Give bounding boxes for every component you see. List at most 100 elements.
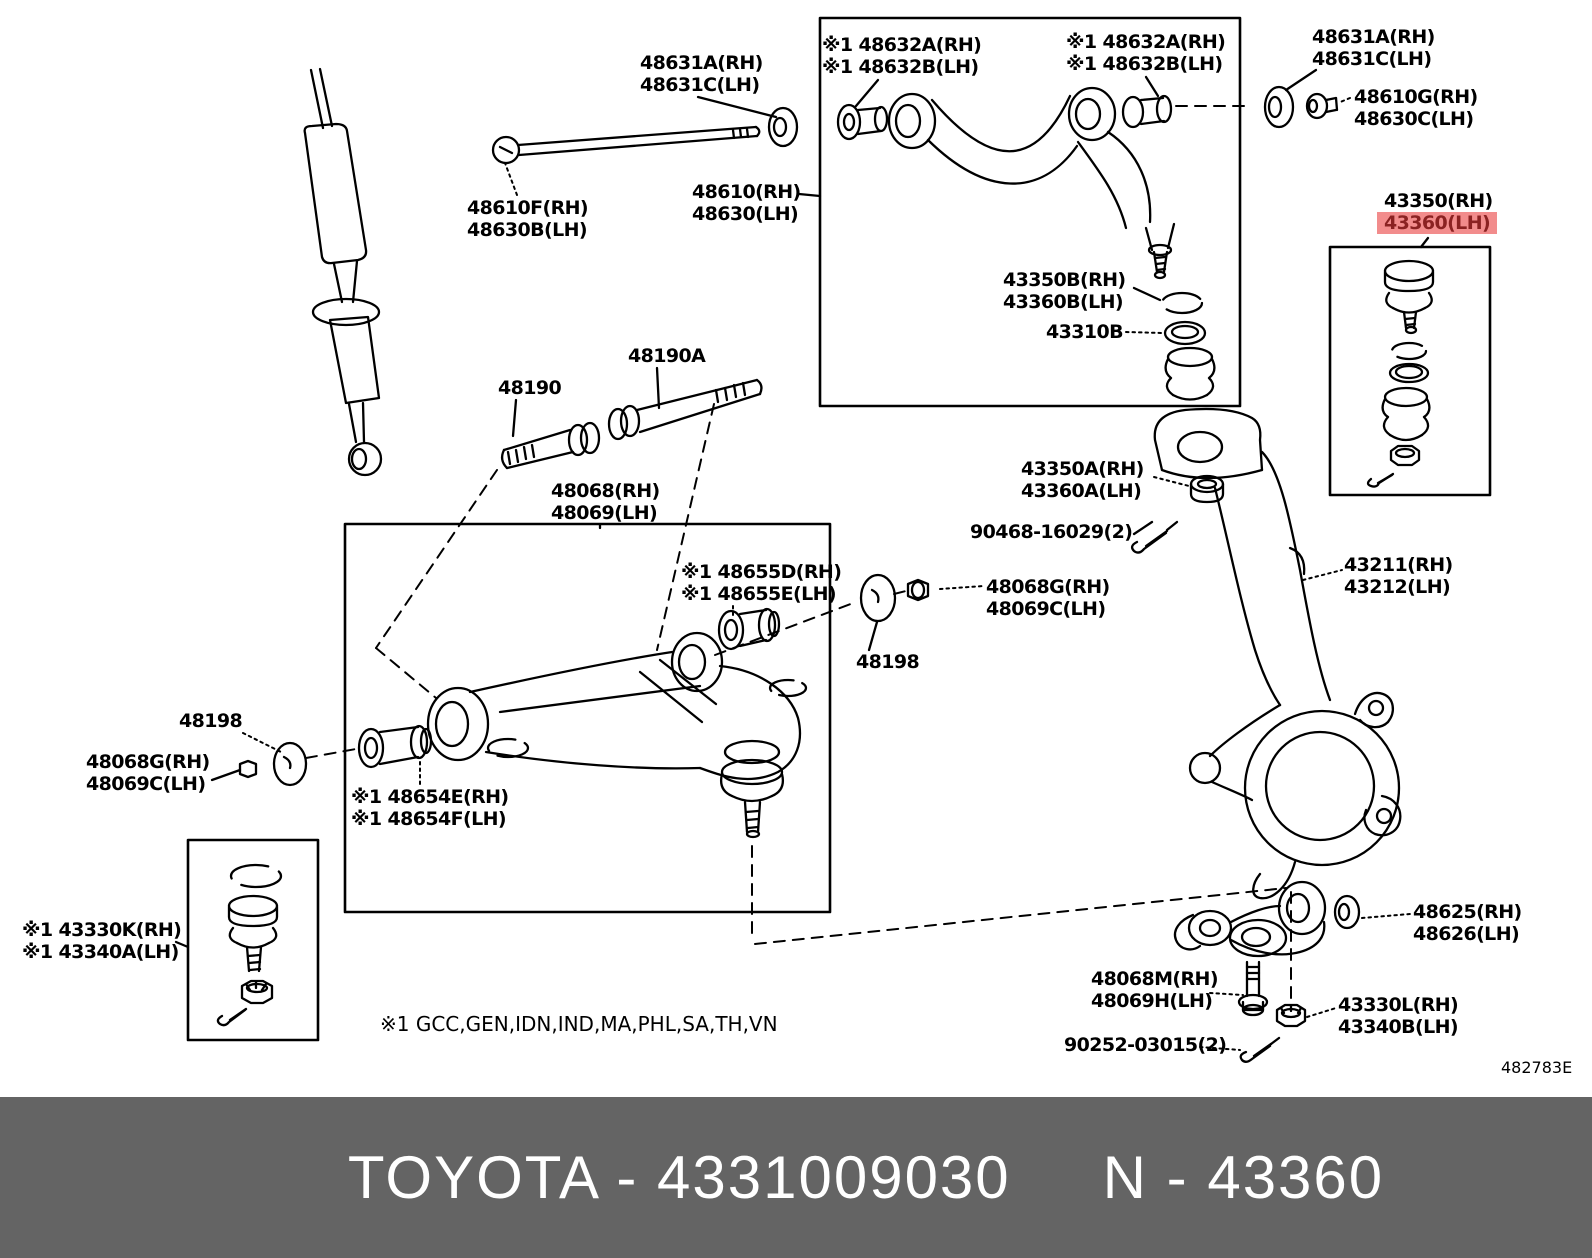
bolt-48190a-icon [607, 378, 763, 441]
part-number: 48631A(RH) [640, 52, 763, 74]
part-label-43330l[interactable]: 43330L(RH)43340B(LH) [1338, 994, 1459, 1038]
part-number: 48190A [628, 345, 706, 367]
upper-control-arm-icon [836, 86, 1173, 230]
part-label-48632-left[interactable]: ※1 48632A(RH)※1 48632B(LH) [822, 34, 982, 78]
part-number: 43211(RH) [1344, 554, 1453, 576]
part-label-48654[interactable]: ※1 48654E(RH)※1 48654F(LH) [351, 786, 509, 830]
knuckle-arm-48625-icon [1173, 880, 1361, 958]
part-number: 43360A(LH) [1021, 480, 1142, 502]
part-label-48631a-top-right[interactable]: 48631A(RH)48631C(LH) [1312, 26, 1435, 70]
part-number: 48625(RH) [1413, 901, 1522, 923]
part-label-48190[interactable]: 48190 [498, 377, 562, 399]
part-number: 48069(LH) [551, 502, 658, 524]
part-number: 48626(LH) [1413, 923, 1520, 945]
washer-48198-left-icon [272, 741, 308, 787]
part-number: 48068G(RH) [86, 751, 210, 773]
part-number: 48630C(LH) [1354, 108, 1474, 130]
part-number: ※1 48632A(RH) [1066, 31, 1226, 53]
part-number: 43360B(LH) [1003, 291, 1124, 313]
part-number: ※1 48655D(RH) [681, 561, 842, 583]
part-label-48068[interactable]: 48068(RH)48069(LH) [551, 480, 660, 524]
part-label-43211[interactable]: 43211(RH)43212(LH) [1344, 554, 1453, 598]
part-label-43310b[interactable]: 43310B [1046, 321, 1124, 343]
bolt-48610f-icon [491, 125, 761, 165]
shock-absorber-icon [303, 67, 383, 477]
part-label-43350a[interactable]: 43350A(RH)43360A(LH) [1021, 458, 1144, 502]
nut-48068g-right-icon [906, 578, 930, 602]
ball-joint-kit-box-43360 [1328, 245, 1492, 497]
part-number: 48069C(LH) [986, 598, 1106, 620]
bushing-48654-icon [357, 724, 433, 769]
part-label-48068g-right[interactable]: 48068G(RH)48069C(LH) [986, 576, 1110, 620]
part-number: ※1 48654E(RH) [351, 786, 509, 808]
footnote-regions: ※1 GCC,GEN,IDN,IND,MA,PHL,SA,TH,VN [380, 1012, 778, 1036]
bolt-48610g-icon [1305, 92, 1339, 120]
part-number: 43340B(LH) [1338, 1016, 1459, 1038]
part-number: 48069H(LH) [1091, 990, 1213, 1012]
upper-ball-joint-icon [1144, 222, 1216, 401]
diagram-code: 482783E [1501, 1058, 1573, 1077]
part-label-43330k[interactable]: ※1 43330K(RH)※1 43340A(LH) [22, 919, 182, 963]
lower-arm-kit-box [343, 522, 832, 914]
part-label-43350b[interactable]: 43350B(RH)43360B(LH) [1003, 269, 1126, 313]
part-number: 48610(RH) [692, 181, 801, 203]
part-label-48655[interactable]: ※1 48655D(RH)※1 48655E(LH) [681, 561, 842, 605]
part-number: 48631C(LH) [640, 74, 760, 96]
part-number: ※1 43330K(RH) [22, 919, 182, 941]
bushing-48655-icon [717, 607, 781, 651]
part-number: 43350A(RH) [1021, 458, 1144, 480]
part-label-90468[interactable]: 90468-16029(2) [970, 521, 1133, 543]
part-number-highlighted: 43360(LH) [1377, 212, 1498, 234]
part-number: 48068(RH) [551, 480, 660, 502]
part-label-48631a-top-left[interactable]: 48631A(RH)48631C(LH) [640, 52, 763, 96]
part-label-48610f[interactable]: 48610F(RH)48630B(LH) [467, 197, 589, 241]
part-number: 48068M(RH) [1091, 968, 1219, 990]
part-number: 48631A(RH) [1312, 26, 1435, 48]
part-label-48198-center[interactable]: 48198 [856, 651, 920, 673]
bolt-48190-icon [500, 421, 601, 470]
part-number: ※1 48654F(LH) [351, 808, 507, 830]
part-label-48610[interactable]: 48610(RH)48630(LH) [692, 181, 801, 225]
part-number: 48610F(RH) [467, 197, 589, 219]
part-label-48068g-left[interactable]: 48068G(RH)48069C(LH) [86, 751, 210, 795]
part-number: ※1 48655E(LH) [681, 583, 837, 605]
assembly-dashed-lines [305, 105, 1292, 1003]
part-number: 48190 [498, 377, 562, 399]
part-number: 90252-03015(2) [1064, 1034, 1227, 1056]
part-number: 43330L(RH) [1338, 994, 1459, 1016]
part-label-48632-right[interactable]: ※1 48632A(RH)※1 48632B(LH) [1066, 31, 1226, 75]
part-number: 48069C(LH) [86, 773, 206, 795]
ball-joint-kit-43360-icon [1366, 259, 1435, 488]
part-label-48068m[interactable]: 48068M(RH)48069H(LH) [1091, 968, 1219, 1012]
footer-bar: TOYOTA - 4331009030 N - 43360 [0, 1097, 1592, 1258]
diagram-art [174, 16, 1492, 1063]
lower-ball-joint-icon [719, 758, 785, 839]
bolt-48068m-icon [1237, 960, 1269, 1017]
part-label-48610g[interactable]: 48610G(RH)48630C(LH) [1354, 86, 1478, 130]
washer-48198-center-icon [859, 573, 897, 623]
part-number: 48198 [179, 710, 243, 732]
washer-48631-left-icon [767, 106, 799, 148]
nut-43350a-icon [1189, 474, 1225, 504]
part-number: 43310B [1046, 321, 1124, 343]
nut-43330l-icon [1275, 1003, 1307, 1028]
part-number: 43350B(RH) [1003, 269, 1126, 291]
cotter-pin-90468-icon [1130, 520, 1179, 554]
part-label-43350[interactable]: 43350(RH)43360(LH) [1377, 190, 1498, 234]
nut-48068g-left-icon [238, 759, 258, 779]
part-number: ※1 48632A(RH) [822, 34, 982, 56]
part-label-48198-left[interactable]: 48198 [179, 710, 243, 732]
part-label-48625[interactable]: 48625(RH)48626(LH) [1413, 901, 1522, 945]
steering-knuckle-icon [1153, 407, 1402, 900]
part-number: 48068G(RH) [986, 576, 1110, 598]
ball-joint-kit-43330k-icon [216, 863, 283, 1027]
part-number: 48630(LH) [692, 203, 799, 225]
part-label-48190a[interactable]: 48190A [628, 345, 706, 367]
footer-part-number: TOYOTA - 4331009030 [347, 1144, 1011, 1211]
washer-48631-right-icon [1263, 85, 1295, 129]
ball-joint-kit-box-43330k [186, 838, 320, 1042]
part-number: 48610G(RH) [1354, 86, 1478, 108]
cotter-pin-90252-icon [1239, 1036, 1281, 1063]
part-label-90252[interactable]: 90252-03015(2) [1064, 1034, 1227, 1056]
